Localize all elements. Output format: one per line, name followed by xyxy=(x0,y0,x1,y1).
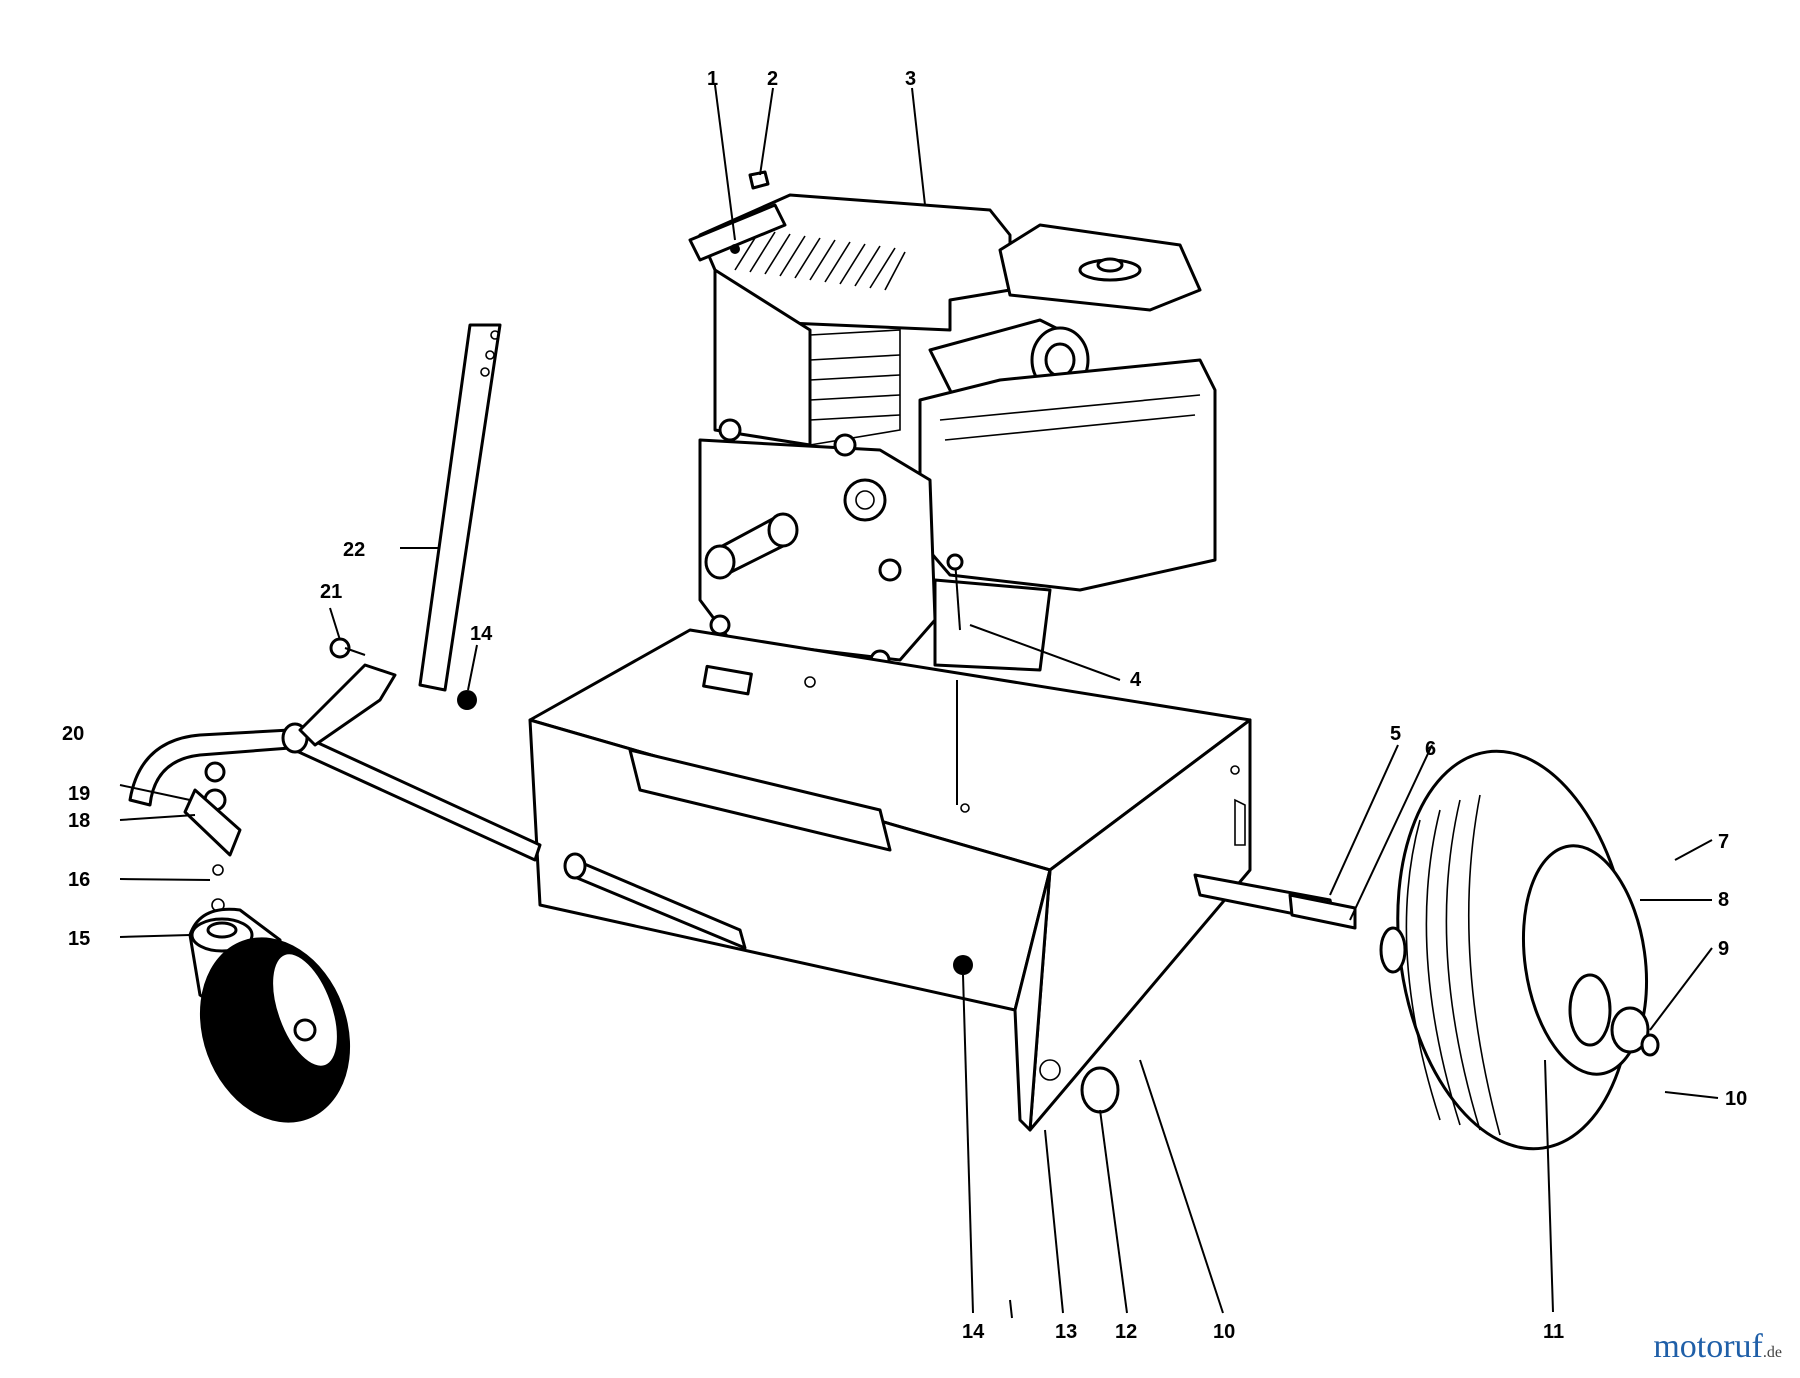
callout-3: 3 xyxy=(905,68,916,90)
rear-wheel xyxy=(1080,749,1660,1151)
callout-9: 9 xyxy=(1718,938,1729,960)
callout-18: 18 xyxy=(68,810,90,832)
callout-2: 2 xyxy=(767,68,778,90)
callout-19: 19 xyxy=(68,783,90,805)
callout-6: 6 xyxy=(1425,738,1436,760)
callout-16: 16 xyxy=(68,869,90,891)
leader-lines xyxy=(119,84,1719,1319)
callout-15: 15 xyxy=(68,928,90,950)
callout-21: 21 xyxy=(320,581,342,603)
callout-22: 22 xyxy=(343,539,365,561)
callout-1: 1 xyxy=(707,68,718,90)
callout-12: 12 xyxy=(1115,1321,1137,1343)
callout-10-bottom: 10 xyxy=(1213,1321,1235,1343)
callout-5: 5 xyxy=(1390,723,1401,745)
callout-labels: 1 2 3 4 5 6 7 8 9 10 11 10 12 13 14 14 1… xyxy=(62,68,1747,1343)
watermark: motoruf.de xyxy=(1653,1328,1782,1366)
callout-4: 4 xyxy=(1130,669,1142,691)
watermark-domain: .de xyxy=(1762,1344,1782,1361)
callout-11: 11 xyxy=(1543,1321,1564,1343)
callout-14-top: 14 xyxy=(470,623,493,645)
callout-8: 8 xyxy=(1718,889,1729,911)
watermark-brand: motoruf xyxy=(1653,1328,1763,1365)
callout-10-right: 10 xyxy=(1725,1088,1747,1110)
caster-assembly xyxy=(128,323,973,1123)
frame xyxy=(528,628,1252,1132)
callout-20: 20 xyxy=(62,723,84,745)
callout-13: 13 xyxy=(1055,1321,1077,1343)
callout-14-bottom: 14 xyxy=(962,1321,985,1343)
engine xyxy=(688,170,1217,672)
callout-7: 7 xyxy=(1718,831,1729,853)
